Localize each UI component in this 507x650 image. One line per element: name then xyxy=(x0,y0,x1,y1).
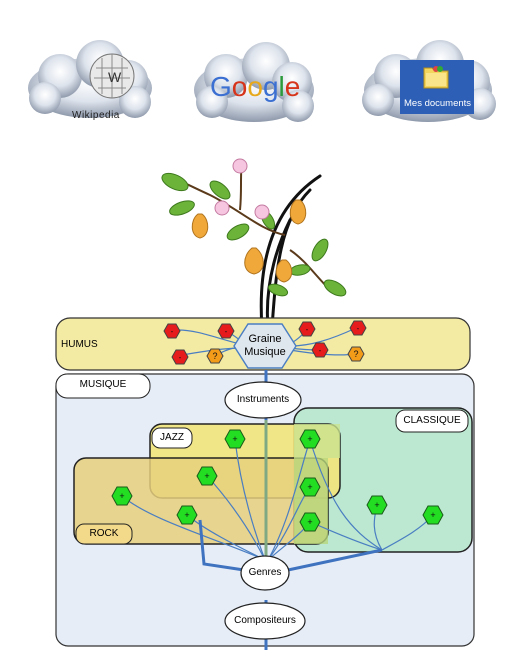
green-marker xyxy=(196,466,218,486)
wikipedia-globe-icon: W xyxy=(89,53,135,99)
pear-tree-icon xyxy=(161,158,347,330)
red-marker xyxy=(349,320,367,336)
orange-marker xyxy=(206,348,224,364)
rock-label: ROCK xyxy=(89,528,119,539)
google-cloud[interactable]: Google xyxy=(188,40,322,132)
red-marker-sign: - xyxy=(171,327,174,336)
green-marker xyxy=(366,495,388,515)
red-marker-sign: - xyxy=(225,327,228,336)
cloud-icon xyxy=(194,42,314,122)
green-marker-sign: + xyxy=(374,500,379,510)
rock-label-box xyxy=(75,523,133,545)
compositeurs-label: Compositeurs xyxy=(234,615,296,626)
green-marker-sign: + xyxy=(307,517,312,527)
jazz-label-box xyxy=(151,427,193,449)
genres-node[interactable] xyxy=(240,555,290,591)
seed-node[interactable] xyxy=(233,323,297,369)
green-marker-sign: + xyxy=(232,434,237,444)
seed-label-line2: Musique xyxy=(244,346,286,358)
green-marker-sign: + xyxy=(430,510,435,520)
genres-label: Genres xyxy=(248,567,282,578)
red-marker xyxy=(298,321,316,337)
jazz-label: JAZZ xyxy=(160,432,184,443)
orange-marker-sign: ? xyxy=(212,351,217,361)
green-marker xyxy=(111,486,133,506)
green-marker xyxy=(224,429,246,449)
green-marker xyxy=(299,429,321,449)
red-marker xyxy=(217,323,235,339)
red-marker-sign: - xyxy=(306,325,309,334)
green-marker-sign: + xyxy=(119,491,124,501)
red-marker-group xyxy=(163,320,367,365)
green-marker xyxy=(422,505,444,525)
humus-label: HUMUS xyxy=(61,339,98,350)
folder-icon xyxy=(423,66,449,89)
instruments-node[interactable] xyxy=(224,381,302,419)
green-marker-sign: + xyxy=(184,510,189,520)
documents-label: Mes documents xyxy=(404,98,471,109)
red-marker-sign: - xyxy=(179,353,182,362)
classique-label-box xyxy=(395,409,469,433)
green-marker-sign: + xyxy=(307,482,312,492)
musique-label-box xyxy=(55,373,151,399)
instruments-label: Instruments xyxy=(236,394,290,405)
wikipedia-cloud[interactable]: W Wikipedia xyxy=(20,36,160,128)
green-marker-sign: + xyxy=(307,434,312,444)
red-marker-sign: - xyxy=(357,324,360,333)
green-marker xyxy=(299,477,321,497)
google-logo-icon: Google xyxy=(210,71,300,102)
red-marker xyxy=(311,342,329,358)
red-marker xyxy=(163,323,181,339)
classique-label: CLASSIQUE xyxy=(403,415,461,426)
svg-text:W: W xyxy=(108,69,122,85)
red-marker xyxy=(171,349,189,365)
seed-label-line1: Graine xyxy=(248,333,282,345)
orange-marker xyxy=(347,346,365,362)
green-marker-sign: + xyxy=(204,471,209,481)
wikipedia-label: Wikipedia xyxy=(72,110,120,121)
green-marker xyxy=(299,512,321,532)
compositeurs-node[interactable] xyxy=(224,602,306,640)
documents-cloud[interactable]: Mes documents xyxy=(356,38,502,130)
musique-label: MUSIQUE xyxy=(79,379,127,390)
svg-text:Google: Google xyxy=(210,71,300,102)
red-marker-sign: - xyxy=(319,346,322,355)
orange-marker-sign: ? xyxy=(353,349,358,359)
green-marker xyxy=(176,505,198,525)
